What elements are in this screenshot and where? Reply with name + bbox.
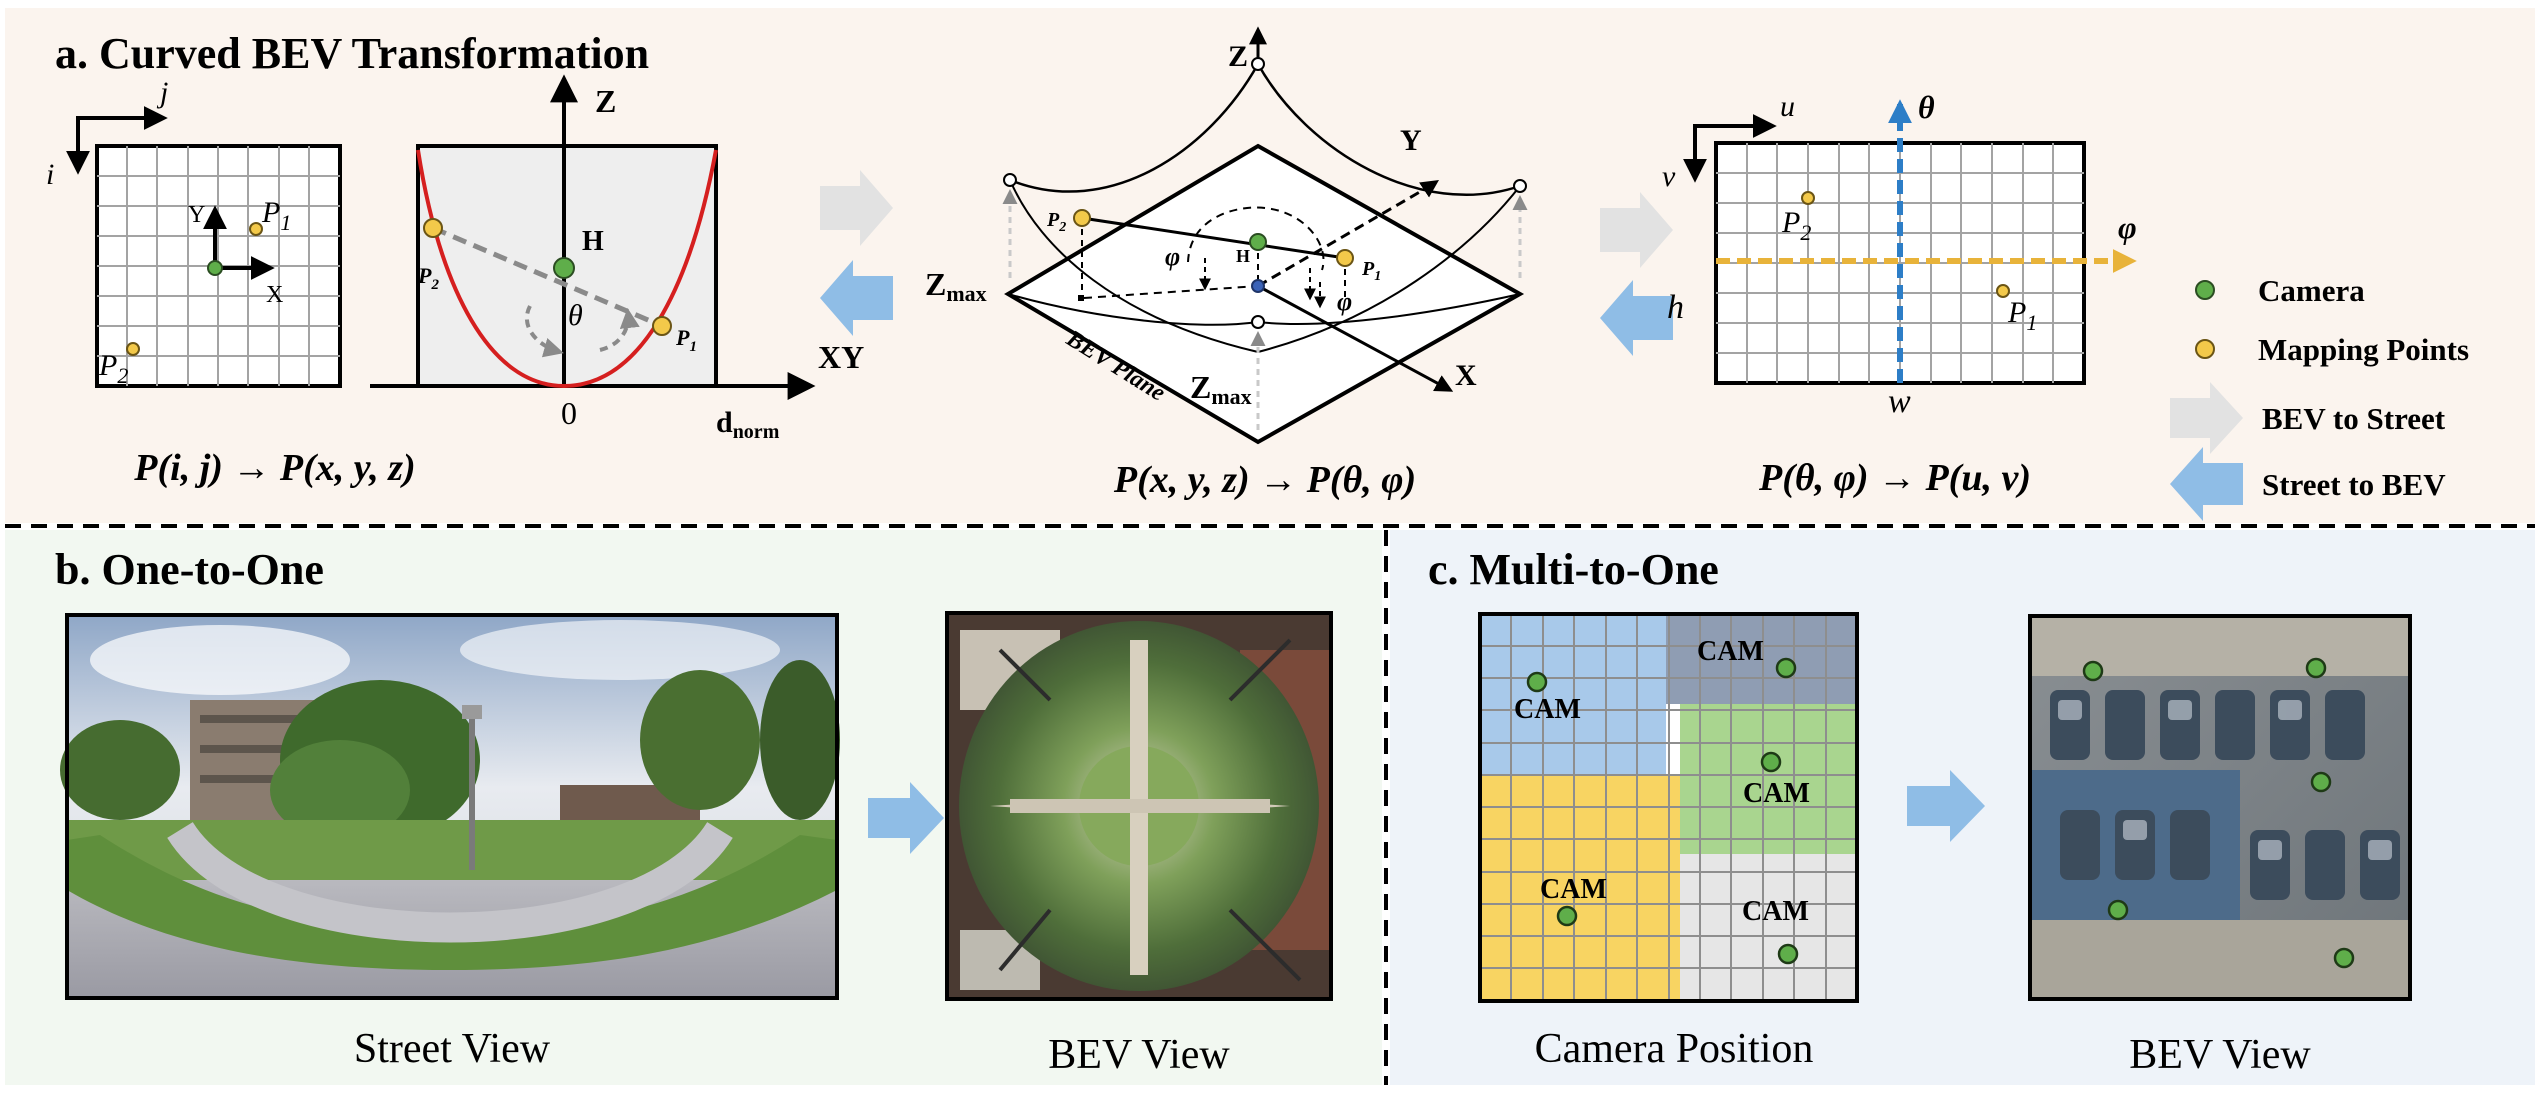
equirect-w-label: w — [1888, 383, 1911, 420]
curve-z-label: Z — [595, 83, 616, 119]
legend-camera-icon — [2195, 280, 2215, 300]
sphere-p1-label: P1 — [1361, 258, 1381, 284]
grid1-p2-label: P2 — [98, 349, 128, 388]
curve-h-dot — [553, 257, 575, 279]
one-to-one-arrow — [868, 782, 944, 854]
panel-a-title: a. Curved BEV Transformation — [55, 29, 649, 78]
equirect-h-label: h — [1667, 289, 1684, 326]
legend-street-to-bev-icon — [2170, 447, 2243, 521]
sphere-p2-label: P2 — [1046, 209, 1066, 235]
grid1-camera-dot — [207, 260, 223, 276]
camera-position-caption: Camera Position — [1535, 1026, 1814, 1072]
sphere-phi2-label: φ — [1337, 287, 1352, 316]
theta-arc-right — [599, 308, 640, 352]
camera-position-grid — [1478, 612, 1859, 1003]
bev-view-caption-b: BEV View — [1048, 1032, 1230, 1078]
panel-c-title: c. Multi-to-One — [1428, 545, 1719, 594]
cam-label-bottom-left: CAM — [1540, 874, 1607, 905]
axis-j-label: j — [156, 76, 168, 109]
legend-mapping-icon — [2195, 339, 2215, 359]
legend-camera-label: Camera — [2258, 273, 2365, 308]
equirect-p1-dot — [1996, 284, 2010, 298]
cam-label-bottom-right: CAM — [1742, 896, 1809, 927]
sphere-y-label: Y — [1400, 124, 1422, 157]
grid1-p2-dot — [126, 342, 140, 356]
curve-p2-label: P2 — [417, 263, 439, 293]
curve-p2-dot — [423, 218, 443, 238]
curve-p1-label: P1 — [675, 325, 697, 355]
bev-to-street-arrow-1 — [820, 170, 893, 246]
theta-arc-left — [524, 305, 564, 358]
grid1-p1-label: P1 — [261, 196, 291, 235]
curve-xy-label: XY — [818, 339, 864, 375]
street-view-image — [60, 613, 840, 1000]
formula-1: P(i, j) → P(x, y, z) — [133, 447, 415, 489]
street-view-caption: Street View — [354, 1026, 551, 1072]
cam-label-top-right: CAM — [1697, 636, 1764, 667]
curve-zero-label: 0 — [561, 395, 577, 431]
sphere-phi-label: φ — [1165, 242, 1180, 271]
local-y-label: Y — [188, 202, 205, 228]
curve-dnorm-label: dnorm — [716, 406, 780, 443]
sphere-z-label: Z — [1228, 40, 1248, 73]
equirect-p2-dot — [1801, 191, 1815, 205]
multi-to-one-arrow — [1907, 770, 1985, 842]
curve-theta-label: θ — [568, 299, 583, 332]
legend-bev-to-street-label: BEV to Street — [2262, 401, 2446, 436]
sphere-x-label: X — [1455, 359, 1477, 392]
axis-u-label: u — [1780, 90, 1795, 123]
legend-bev-to-street-icon — [2170, 382, 2243, 454]
local-x-label: X — [266, 282, 283, 308]
bev-to-street-arrow-2 — [1600, 192, 1673, 268]
bev-plane-diagram — [1002, 26, 1528, 445]
axis-v-label: v — [1662, 160, 1676, 193]
legend-street-to-bev-label: Street to BEV — [2262, 467, 2446, 502]
equirect-p1-label: P1 — [2007, 296, 2037, 335]
bev-view-caption-c: BEV View — [2129, 1032, 2311, 1078]
sphere-zmax-left: Zmax — [925, 266, 987, 306]
curve-red — [416, 149, 718, 389]
legend-mapping-label: Mapping Points — [2258, 332, 2469, 367]
street-to-bev-arrow-1 — [820, 260, 893, 336]
cam-label-top-left: CAM — [1514, 694, 1581, 725]
bev-view-fisheye-image — [945, 611, 1333, 1001]
panel-b-title: b. One-to-One — [55, 545, 324, 594]
sphere-zmax-bottom: Zmax — [1190, 369, 1252, 409]
curve-h-label: H — [582, 226, 604, 257]
axis-i-label: i — [46, 158, 54, 191]
bev-view-aerial-image — [2028, 614, 2412, 1001]
equirect-theta-label: θ — [1918, 89, 1935, 125]
grid1-p1-dot — [249, 222, 263, 236]
equirect-phi-label: φ — [2118, 209, 2137, 245]
curve-p1-dot — [652, 316, 672, 336]
sphere-h-label: H — [1236, 246, 1250, 266]
equirect-p2-label: P2 — [1781, 206, 1811, 245]
cam-label-middle-right: CAM — [1743, 778, 1810, 809]
formula-2: P(x, y, z) → P(θ, φ) — [1113, 459, 1416, 501]
legend: Camera Mapping Points BEV to Street Stre… — [2170, 273, 2469, 521]
street-to-bev-arrow-2 — [1600, 280, 1673, 356]
formula-3: P(θ, φ) → P(u, v) — [1758, 457, 2031, 499]
